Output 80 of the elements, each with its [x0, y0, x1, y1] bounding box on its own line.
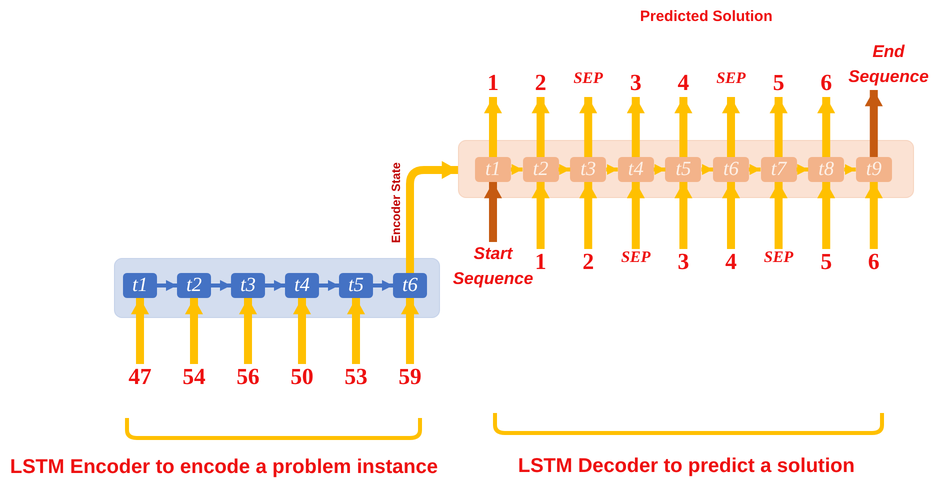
sequence-token: 56 — [224, 364, 272, 390]
timestep-cell: t1 — [123, 273, 157, 298]
timestep-cell: t7 — [760, 157, 797, 182]
arrow — [185, 298, 203, 364]
sequence-token: 3 — [659, 249, 708, 274]
arrow — [157, 280, 177, 291]
arrow — [579, 97, 598, 157]
sequence-token: 6 — [850, 249, 898, 274]
arrow — [674, 182, 692, 249]
caption: LSTM Encoder to encode a problem instance — [10, 456, 438, 479]
sequence-token: 2 — [516, 70, 565, 96]
arrow — [722, 182, 740, 249]
arrow — [844, 164, 856, 175]
arrow — [131, 298, 149, 364]
arrow — [406, 161, 458, 273]
arrow — [674, 97, 692, 157]
sequence-token: End Sequence — [845, 40, 932, 90]
timestep-cell: t4 — [285, 273, 319, 298]
edge-label: Encoder State — [389, 163, 403, 243]
timestep-cell: t4 — [618, 157, 654, 182]
timestep-cell: t8 — [808, 157, 844, 182]
arrow — [749, 164, 761, 175]
caption: LSTM Decoder to predict a solution — [518, 455, 855, 478]
diagram-title: Predicted Solution — [640, 8, 773, 25]
timestep-cell: t6 — [393, 273, 427, 298]
arrow — [796, 164, 808, 175]
arrow — [293, 298, 311, 364]
sequence-token: 54 — [170, 364, 218, 390]
sequence-token: 47 — [116, 364, 164, 390]
timestep-cell: t5 — [339, 273, 373, 298]
arrow — [606, 164, 618, 175]
sequence-token: 50 — [278, 364, 326, 390]
arrow — [864, 182, 883, 249]
timestep-cell: t6 — [713, 157, 749, 182]
arrow — [654, 164, 666, 175]
timestep-cell: t3 — [570, 157, 606, 182]
timestep-cell: t3 — [231, 273, 265, 298]
arrow — [484, 182, 502, 242]
sequence-token: 1 — [469, 70, 517, 96]
sequence-token: 53 — [332, 364, 380, 390]
arrow — [532, 97, 550, 157]
timestep-cell: t2 — [522, 157, 559, 182]
arrow — [373, 280, 393, 291]
arrow — [239, 298, 257, 364]
sequence-token: 3 — [612, 70, 660, 96]
arrow — [265, 280, 285, 291]
arrow — [817, 182, 836, 249]
timestep-cell: t2 — [177, 273, 211, 298]
arrow — [626, 97, 645, 157]
sequence-token: 4 — [659, 70, 708, 96]
sequence-token: 59 — [386, 364, 434, 390]
sequence-token: SEP — [754, 249, 803, 267]
sequence-token: 5 — [802, 249, 850, 274]
arrow — [532, 182, 550, 249]
sequence-token: SEP — [564, 70, 612, 88]
arrow — [347, 298, 365, 364]
arrow — [319, 280, 339, 291]
arrow — [770, 182, 788, 249]
arrow — [211, 280, 231, 291]
timestep-cell: t5 — [665, 157, 702, 182]
arrow — [626, 182, 645, 249]
lstm-panel — [114, 258, 440, 318]
arrow — [701, 164, 713, 175]
sequence-token: 1 — [516, 249, 565, 274]
sequence-token: 5 — [754, 70, 803, 96]
arrow — [722, 97, 740, 157]
arrow — [864, 90, 883, 157]
arrow — [511, 164, 523, 175]
sequence-token: SEP — [707, 70, 755, 88]
arrow — [558, 164, 570, 175]
timestep-cell: t9 — [856, 157, 892, 182]
sequence-token: 4 — [707, 249, 755, 274]
sequence-token: SEP — [612, 249, 660, 267]
arrow — [770, 97, 788, 157]
arrow — [484, 97, 502, 157]
timestep-cell: t1 — [475, 157, 511, 182]
arrow — [401, 298, 419, 364]
arrow — [579, 182, 598, 249]
arrow — [817, 97, 836, 157]
sequence-token: 2 — [564, 249, 612, 274]
